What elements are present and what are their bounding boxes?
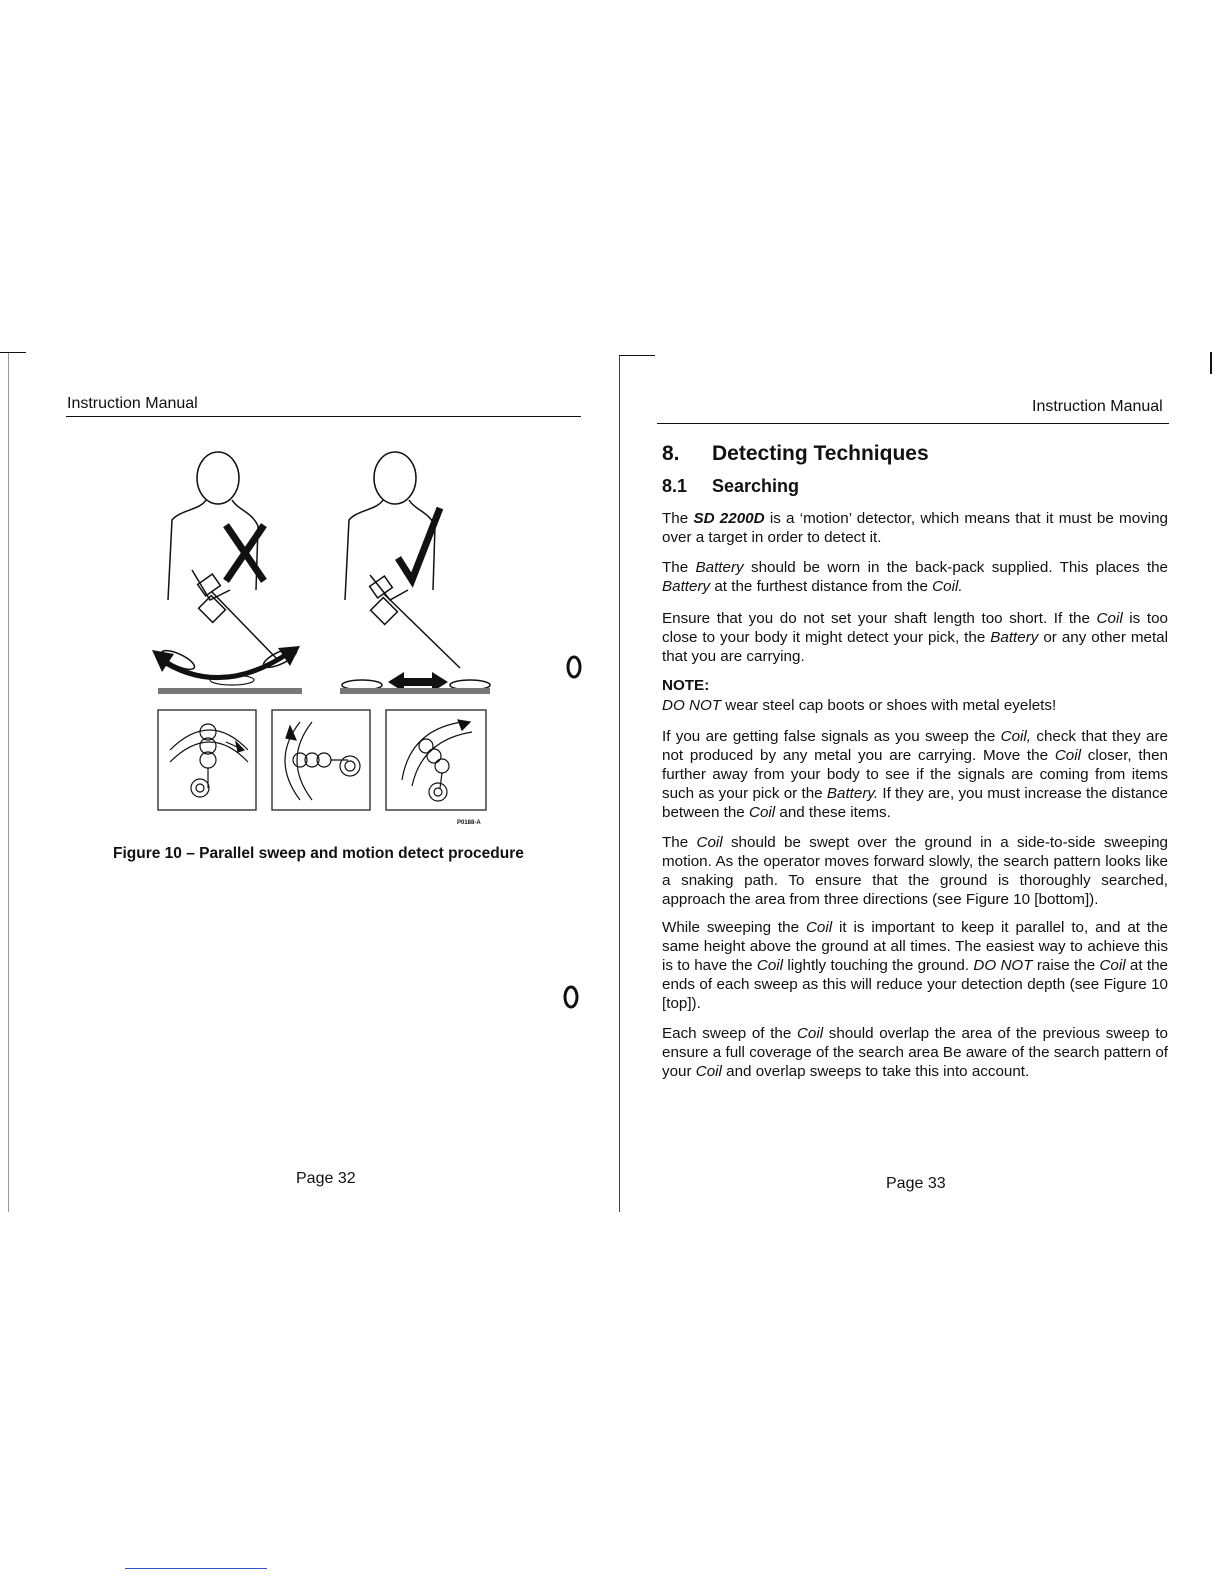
section-number: 8. — [662, 442, 680, 465]
left-binding-edge — [8, 352, 9, 1212]
section-title: Detecting Techniques — [712, 442, 929, 465]
right-edge-mark — [1210, 352, 1212, 374]
incorrect-cross-icon — [223, 523, 267, 583]
right-header-rule — [657, 423, 1169, 424]
left-header: Instruction Manual — [67, 395, 198, 412]
correct-tick-icon — [395, 506, 444, 588]
paragraph-sweep-motion: The Coil should be swept over the ground… — [662, 834, 1168, 908]
paragraph-parallel: While sweeping the Coil it is important … — [662, 919, 1169, 1012]
note-text: DO NOT wear steel cap boots or shoes wit… — [662, 697, 1057, 714]
left-crop-mark — [0, 352, 26, 353]
paragraph-overlap: Each sweep of the Coil should overlap th… — [662, 1025, 1168, 1080]
incorrect-sweep-arc — [152, 646, 300, 686]
figure-10-illustration — [152, 451, 491, 811]
subsection-title: Searching — [712, 476, 800, 496]
right-binding-edge — [619, 356, 620, 1212]
scan-artifact-line — [125, 1568, 267, 1569]
figure-caption: Figure 10 – Parallel sweep and motion de… — [113, 845, 524, 862]
search-direction-panel-2 — [271, 709, 371, 811]
search-direction-panel-1 — [157, 709, 257, 811]
operator-figure-correct — [344, 451, 461, 669]
ground-hatch-right — [340, 688, 490, 694]
paragraph-shaft-length: Ensure that you do not set your shaft le… — [662, 610, 1169, 665]
left-header-rule — [66, 416, 581, 417]
right-header: Instruction Manual — [1032, 398, 1163, 415]
binder-hole-icon — [566, 655, 582, 679]
search-direction-panel-3 — [385, 709, 487, 811]
left-page-number: Page 32 — [296, 1170, 356, 1187]
binder-hole-icon — [563, 985, 579, 1009]
subsection-number: 8.1 — [662, 476, 688, 496]
right-crop-mark — [619, 355, 655, 356]
paragraph-false-signals: If you are getting false signals as you … — [662, 728, 1168, 821]
operator-figure-incorrect — [167, 451, 279, 661]
paragraph-motion: The SD 2200D is a ‘motion’ detector, whi… — [662, 510, 1168, 546]
paragraph-battery: The Battery should be worn in the back-p… — [662, 559, 1168, 595]
note-label: NOTE: — [662, 677, 710, 694]
right-page-number: Page 33 — [886, 1175, 946, 1192]
figure-code: P0188-A — [457, 820, 481, 826]
ground-hatch-left — [158, 688, 302, 694]
